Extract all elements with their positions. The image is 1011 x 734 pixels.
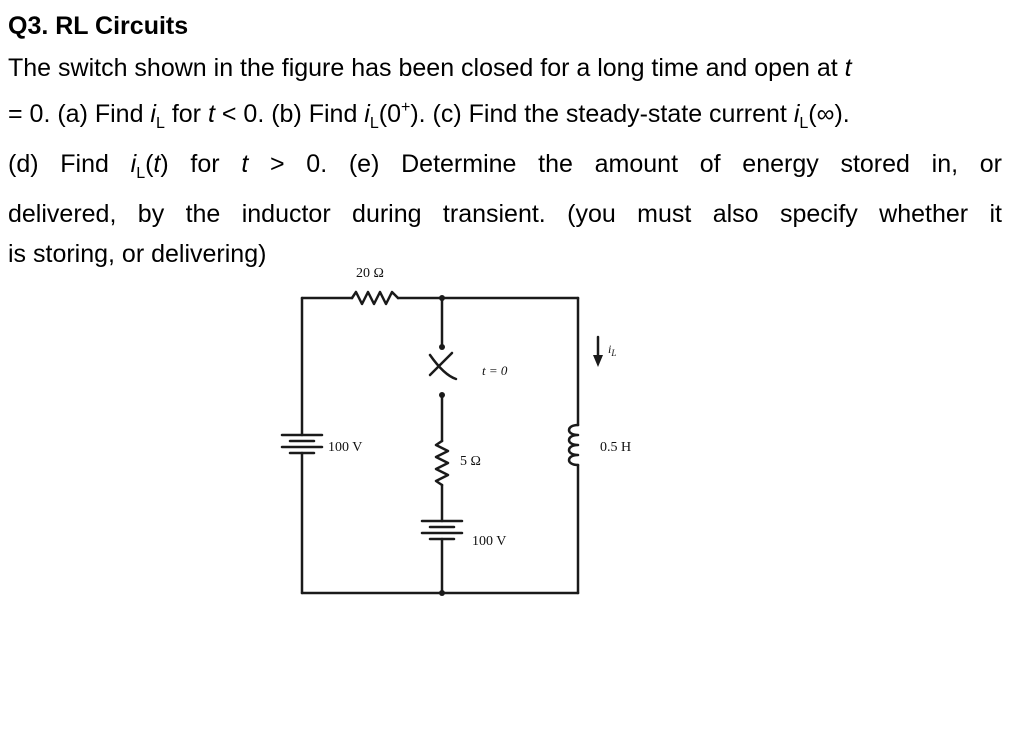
- node-top-middle: [439, 295, 445, 301]
- problem-line-1: The switch shown in the figure has been …: [8, 54, 852, 82]
- r2-label: 5 Ω: [460, 454, 481, 469]
- problem-line-5: is storing, or delivering): [8, 240, 267, 268]
- switch-bottom-contact: [439, 392, 445, 398]
- current-arrowhead-icon: [593, 355, 603, 367]
- v1-label: 100 V: [328, 440, 362, 455]
- inductor-coil: [567, 423, 580, 467]
- rl-circuit-diagram: 20 Ω 100 V t = 0 5 Ω 100 V 0.5 H iL: [280, 266, 631, 596]
- problem-line-4: delivered, by the inductor during transi…: [8, 200, 1002, 228]
- battery-middle: [420, 519, 464, 541]
- switch-label: t = 0: [482, 363, 508, 378]
- switch-arrow: [428, 353, 458, 381]
- switch-top-contact: [439, 344, 445, 350]
- resistor-5-ohm: [434, 439, 450, 487]
- node-bottom-middle: [439, 590, 445, 596]
- problem-statement: The switch shown in the figure has been …: [8, 48, 1002, 274]
- inductor-label: 0.5 H: [600, 440, 631, 455]
- r1-label: 20 Ω: [356, 266, 384, 281]
- switch-blade: [428, 351, 454, 377]
- battery-left: [280, 433, 324, 455]
- current-label: iL: [608, 342, 616, 358]
- question-heading: Q3. RL Circuits: [8, 12, 189, 40]
- resistor-20-ohm: [350, 290, 400, 306]
- problem-line-3: (d) Find iL(t) for t > 0. (e) Determine …: [8, 150, 1002, 182]
- problem-line-2: = 0. (a) Find iL for t < 0. (b) Find iL(…: [8, 99, 850, 132]
- v2-label: 100 V: [472, 534, 506, 549]
